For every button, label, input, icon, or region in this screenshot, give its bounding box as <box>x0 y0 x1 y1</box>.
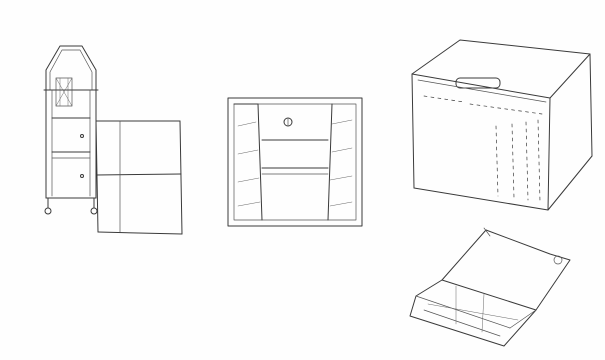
shelf-sketch <box>227 97 363 227</box>
panels-sketch <box>95 120 183 235</box>
chest-sketch <box>411 39 593 211</box>
tray-sketch <box>409 227 571 347</box>
